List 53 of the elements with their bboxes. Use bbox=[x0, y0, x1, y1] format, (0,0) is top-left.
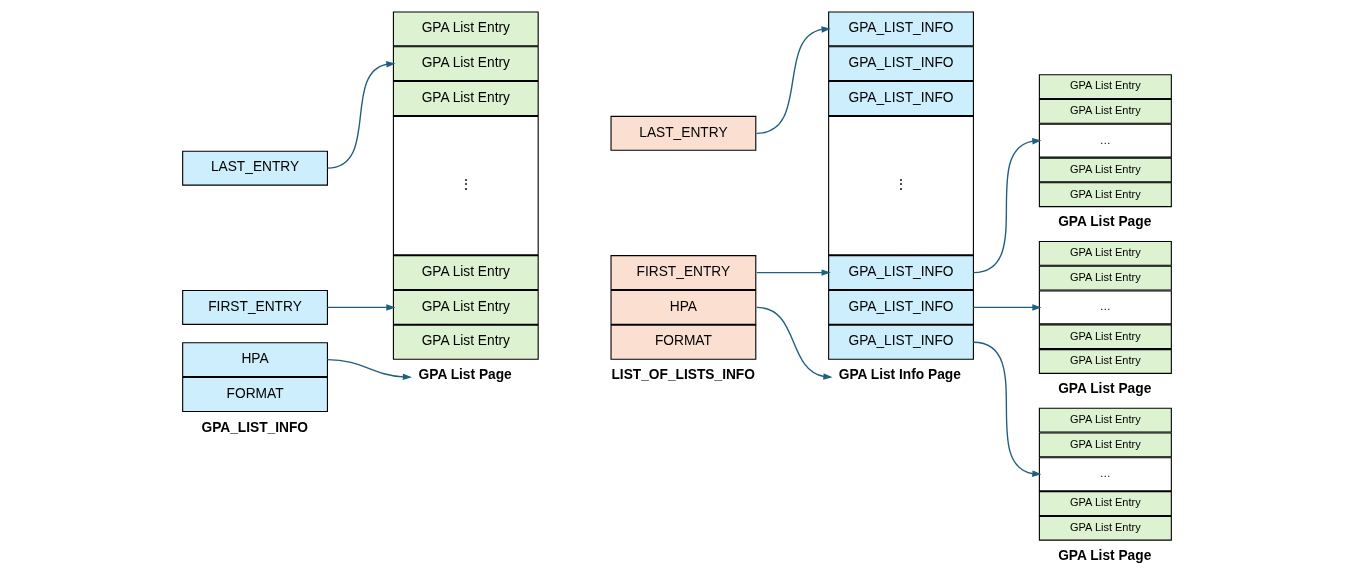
node-text: GPA_LIST_INFO bbox=[200, 419, 308, 435]
arrow bbox=[326, 358, 412, 381]
node-box: … bbox=[1038, 123, 1172, 158]
arrow bbox=[755, 306, 833, 380]
node-box: … bbox=[1038, 457, 1172, 492]
node-box: GPA_LIST_INFO bbox=[827, 289, 974, 325]
arrow bbox=[972, 341, 1041, 477]
node-box: FIRST_ENTRY bbox=[610, 255, 756, 291]
arrow bbox=[972, 138, 1041, 274]
arrow bbox=[326, 61, 395, 169]
node-box: HPA bbox=[181, 342, 328, 378]
node-box: FORMAT bbox=[181, 376, 328, 412]
node-box: GPA List Entry bbox=[392, 81, 539, 116]
node-box: GPA_LIST_INFO bbox=[827, 255, 974, 291]
arrow bbox=[755, 26, 831, 135]
node-box: GPA_LIST_INFO bbox=[827, 46, 974, 82]
node-box: LAST_ENTRY bbox=[181, 150, 328, 186]
node-box: ⋮ bbox=[827, 115, 974, 256]
node-box: LAST_ENTRY bbox=[610, 115, 756, 151]
node-box: … bbox=[1038, 290, 1172, 325]
node-box: GPA List Entry bbox=[392, 46, 539, 82]
node-box: GPA List Entry bbox=[392, 289, 539, 325]
node-box: GPA List Entry bbox=[1038, 98, 1172, 124]
node-box: FORMAT bbox=[610, 324, 756, 360]
node-text: GPA List Page bbox=[418, 367, 512, 383]
node-box: GPA List Entry bbox=[1038, 491, 1172, 516]
node-text: GPA List Page bbox=[1057, 214, 1151, 230]
node-box: GPA List Entry bbox=[1038, 265, 1172, 291]
node-text: GPA List Page bbox=[1057, 381, 1151, 397]
node-box: GPA List Entry bbox=[1038, 324, 1172, 350]
node-text: GPA List Page bbox=[1057, 547, 1151, 563]
node-box: GPA List Entry bbox=[392, 11, 539, 47]
node-box: GPA List Entry bbox=[1038, 515, 1172, 541]
node-text: GPA List Info Page bbox=[838, 367, 961, 383]
node-box: GPA List Entry bbox=[392, 324, 539, 360]
node-box: FIRST_ENTRY bbox=[181, 289, 328, 325]
node-text: LIST_OF_LISTS_INFO bbox=[610, 367, 755, 383]
node-box: GPA List Entry bbox=[1038, 74, 1172, 100]
node-box: HPA bbox=[610, 289, 756, 325]
node-box: GPA List Entry bbox=[1038, 407, 1172, 433]
node-box: GPA List Entry bbox=[1038, 182, 1172, 208]
node-box: GPA List Entry bbox=[1038, 432, 1172, 458]
node-box: GPA_LIST_INFO bbox=[827, 81, 974, 116]
node-box: GPA List Entry bbox=[1038, 240, 1172, 266]
node-box: ⋮ bbox=[392, 115, 539, 256]
node-box: GPA List Entry bbox=[1038, 349, 1172, 374]
arrow bbox=[972, 304, 1041, 311]
arrow bbox=[326, 304, 395, 311]
node-box: GPA List Entry bbox=[1038, 157, 1172, 183]
node-box: GPA_LIST_INFO bbox=[827, 11, 974, 47]
node-box: GPA_LIST_INFO bbox=[827, 324, 974, 360]
node-box: GPA List Entry bbox=[392, 255, 539, 291]
arrow bbox=[755, 269, 831, 276]
